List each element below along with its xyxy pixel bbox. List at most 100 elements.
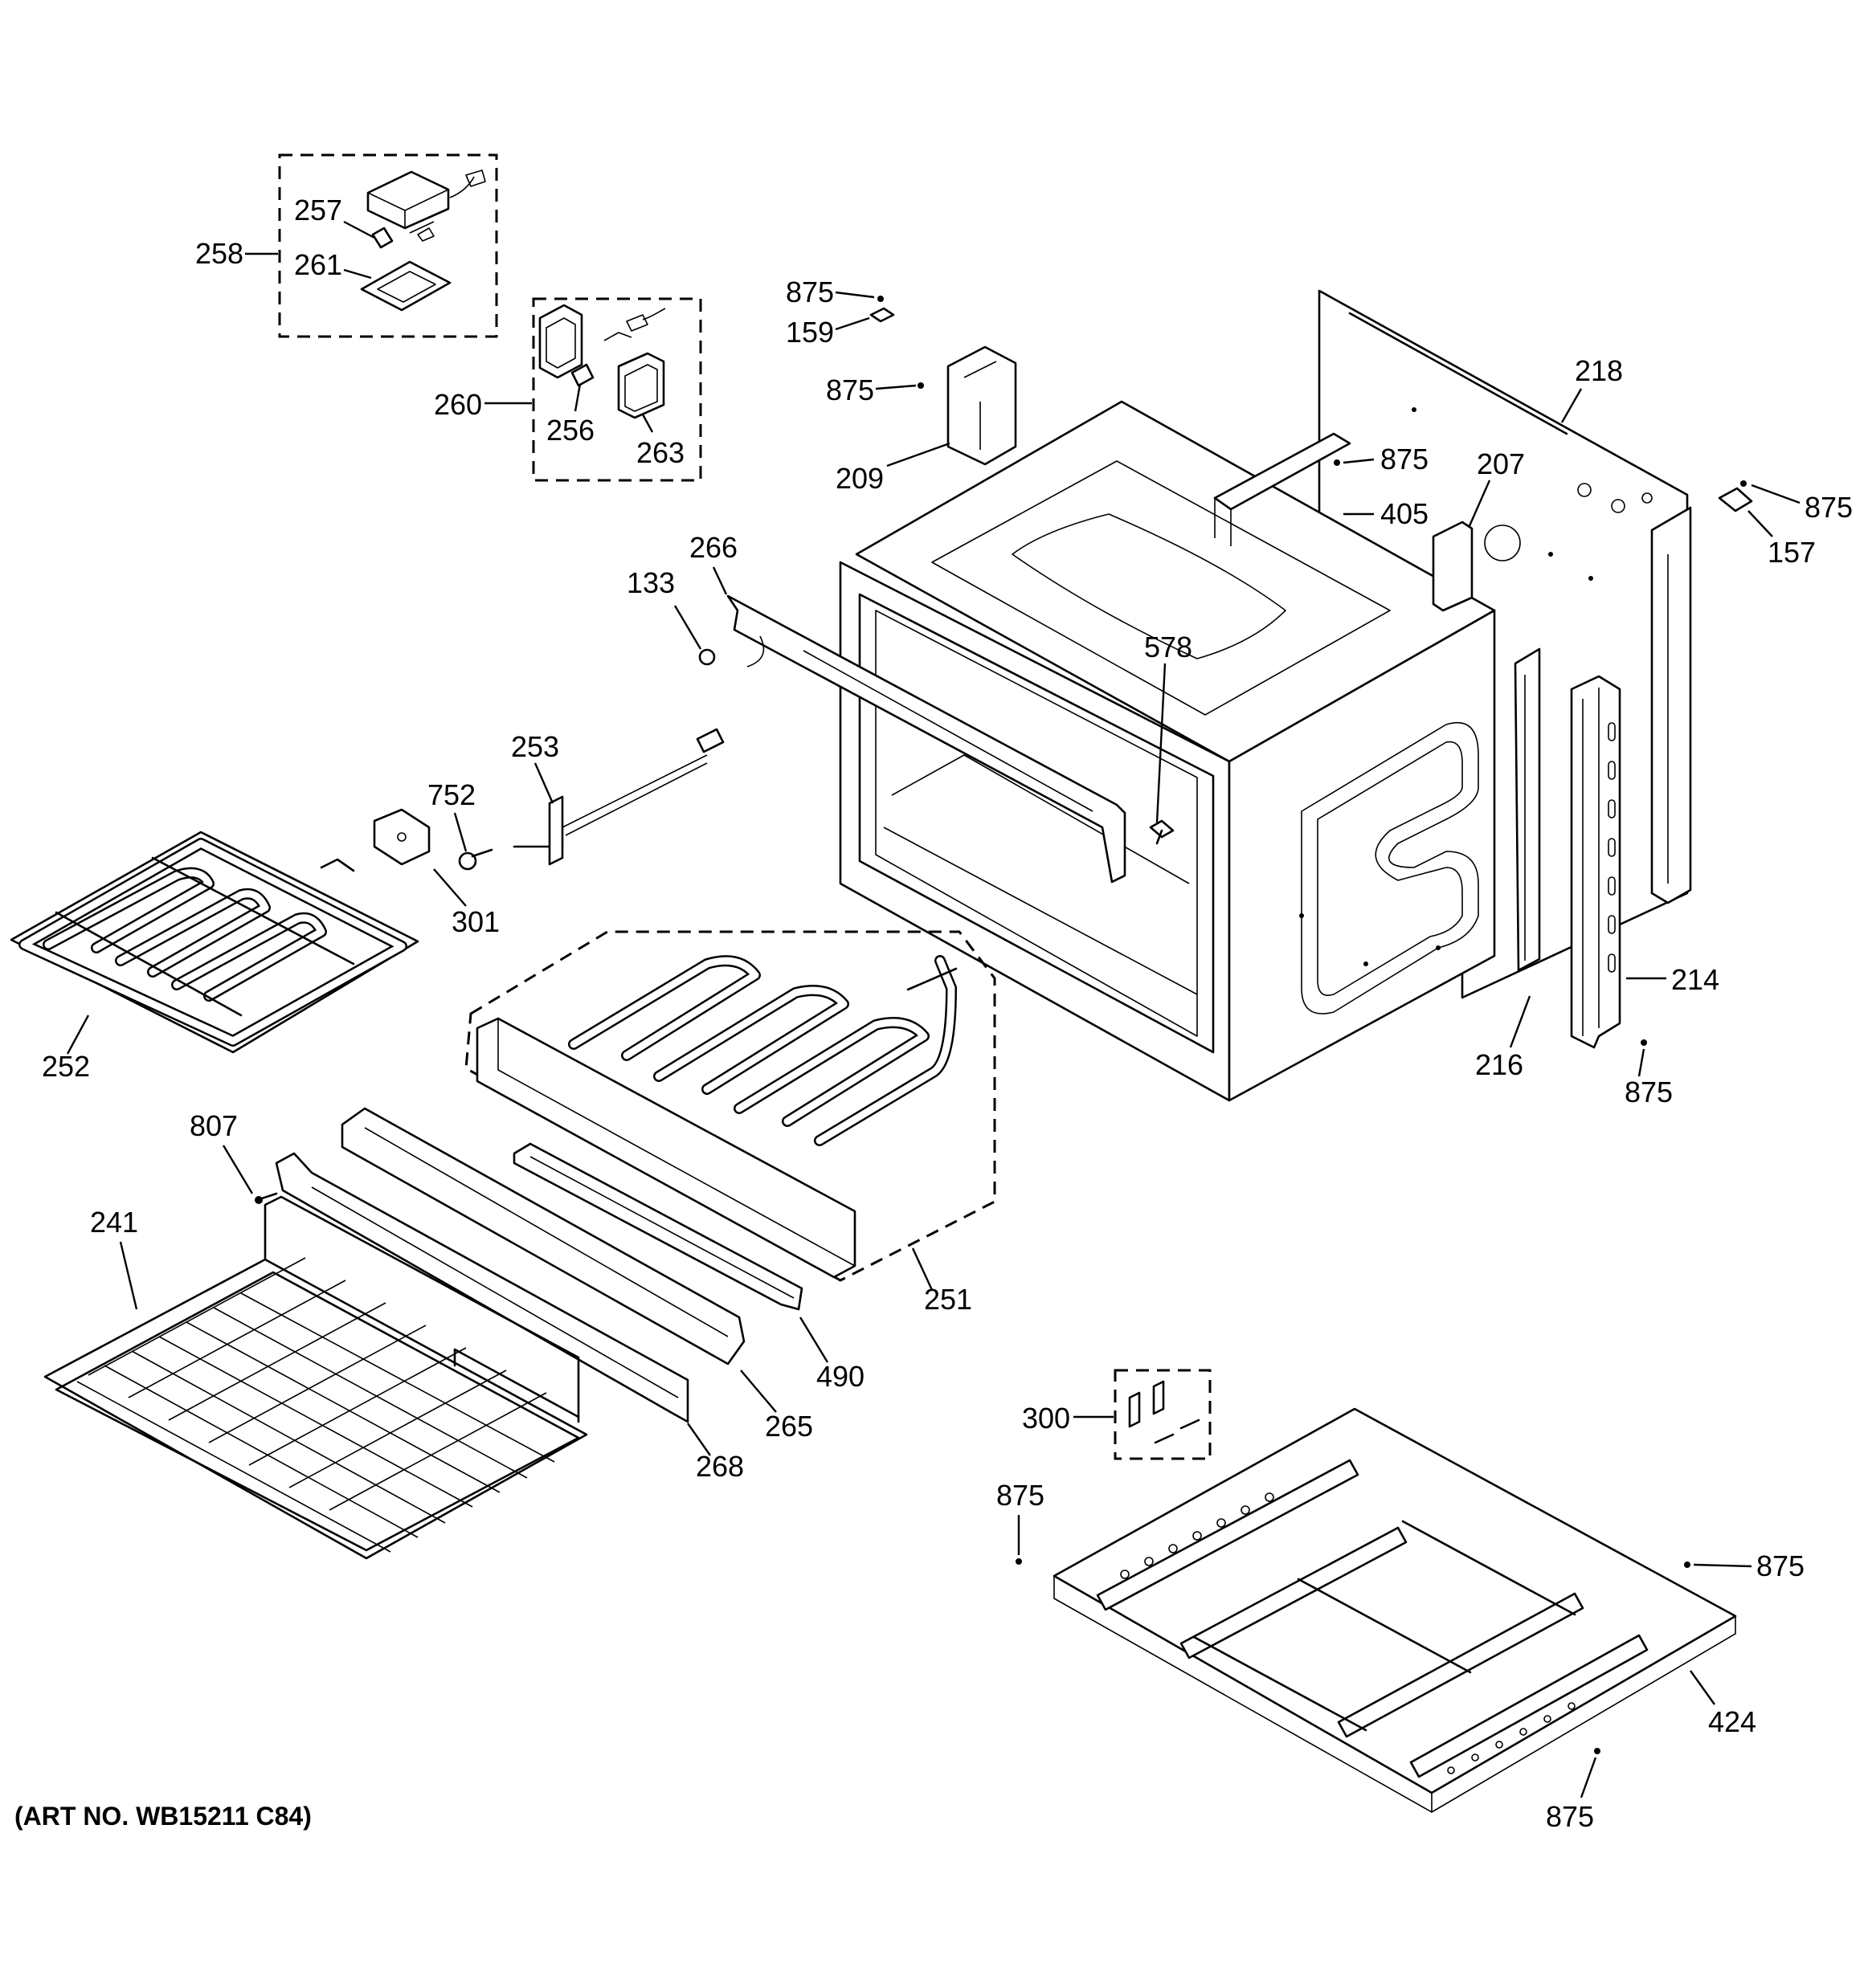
callout-266: 266 xyxy=(689,531,738,595)
callout-875-tray-right: 875 xyxy=(1684,1549,1805,1582)
callout-578: 578 xyxy=(1144,631,1192,823)
screw-752 xyxy=(458,848,493,871)
callout-label-265: 265 xyxy=(765,1410,813,1443)
callout-label-157: 157 xyxy=(1768,536,1816,569)
callout-label-258: 258 xyxy=(195,237,243,270)
callout-268: 268 xyxy=(687,1423,744,1483)
callout-252: 252 xyxy=(42,1014,90,1083)
callout-875-tray-left: 875 xyxy=(996,1479,1044,1565)
kit-260-group xyxy=(532,297,702,482)
callout-label-159: 159 xyxy=(786,316,834,349)
callout-807: 807 xyxy=(190,1109,254,1194)
callout-265: 265 xyxy=(740,1370,813,1443)
callout-159: 159 xyxy=(786,316,870,349)
callout-label-752: 752 xyxy=(427,778,476,811)
callout-875-tray-bottom: 875 xyxy=(1546,1748,1600,1833)
callout-label-218: 218 xyxy=(1575,354,1623,387)
callout-label-260: 260 xyxy=(434,388,482,421)
rack-241-wires xyxy=(76,1257,555,1553)
callout-label-207: 207 xyxy=(1477,447,1525,480)
temp-sensor-253 xyxy=(513,728,725,866)
grommet-133 xyxy=(698,648,716,666)
callout-label-875-405: 875 xyxy=(1380,443,1429,476)
kit-258-group xyxy=(278,153,498,338)
callout-752: 752 xyxy=(427,778,476,852)
callout-251: 251 xyxy=(911,1247,972,1316)
callout-257: 257 xyxy=(294,194,375,239)
callout-label-807: 807 xyxy=(190,1109,238,1142)
thermostat-157 xyxy=(1718,480,1753,512)
side-rail-216 xyxy=(1514,647,1541,972)
tray-424-holes xyxy=(1120,1492,1576,1774)
callout-label-257: 257 xyxy=(294,194,342,227)
broil-element-252 xyxy=(10,831,419,1054)
rail-490 xyxy=(513,1142,803,1311)
callout-label-252: 252 xyxy=(42,1050,90,1083)
rail-265 xyxy=(341,1107,746,1365)
bracket-301 xyxy=(373,808,431,866)
callout-label-875-top: 875 xyxy=(786,276,834,308)
callout-label-214: 214 xyxy=(1671,963,1719,996)
kit-300-group xyxy=(1114,1369,1212,1460)
callout-157: 157 xyxy=(1747,510,1816,569)
callout-label-875-tray-bottom: 875 xyxy=(1546,1800,1594,1833)
bottom-tray-424 xyxy=(1053,1407,1737,1813)
callout-875-405: 875 xyxy=(1334,443,1429,476)
callout-241: 241 xyxy=(90,1206,138,1310)
callout-label-578: 578 xyxy=(1144,631,1192,663)
rail-268 xyxy=(275,1152,689,1423)
oven-rack-241 xyxy=(43,1195,588,1560)
callout-875-top: 875 xyxy=(786,276,875,308)
callout-label-490: 490 xyxy=(816,1360,865,1393)
callout-label-241: 241 xyxy=(90,1206,138,1239)
callout-875-157: 875 xyxy=(1751,484,1853,524)
callout-label-209: 209 xyxy=(836,462,884,495)
callout-label-301: 301 xyxy=(452,905,500,938)
callout-label-216: 216 xyxy=(1475,1048,1523,1081)
callout-258: 258 xyxy=(195,237,278,270)
callout-218: 218 xyxy=(1560,354,1623,423)
bracket-209 xyxy=(946,345,1017,466)
bake-element-kit-251 xyxy=(464,930,996,1282)
callout-490: 490 xyxy=(799,1316,865,1393)
side-rail-right xyxy=(1650,506,1692,904)
callout-261: 261 xyxy=(294,248,372,281)
rail-214-slots xyxy=(1608,722,1616,973)
callout-label-875-214: 875 xyxy=(1625,1076,1673,1108)
callout-label-261: 261 xyxy=(294,248,342,281)
side-rail-214 xyxy=(1570,675,1621,1049)
callout-label-300: 300 xyxy=(1022,1402,1070,1435)
callout-260: 260 xyxy=(434,388,532,421)
callout-300: 300 xyxy=(1022,1402,1114,1435)
callout-label-266: 266 xyxy=(689,531,738,564)
vent-trim-266 xyxy=(726,594,1126,884)
callout-label-875-209: 875 xyxy=(826,374,874,406)
callout-263: 263 xyxy=(636,414,685,469)
oven-cavity xyxy=(839,400,1496,1102)
callout-209: 209 xyxy=(836,442,950,495)
callout-207: 207 xyxy=(1432,447,1525,612)
screw-and-thermostat-159 xyxy=(869,296,924,389)
callout-label-424: 424 xyxy=(1708,1705,1756,1738)
callout-label-133: 133 xyxy=(627,566,675,599)
callout-label-263: 263 xyxy=(636,436,685,469)
callout-label-875-157: 875 xyxy=(1805,491,1853,524)
callout-253: 253 xyxy=(511,730,559,804)
callout-label-256: 256 xyxy=(546,414,595,447)
callout-214: 214 xyxy=(1626,963,1719,996)
callout-301: 301 xyxy=(433,868,500,938)
art-number: (ART NO. WB15211 C84) xyxy=(14,1802,312,1831)
callout-label-253: 253 xyxy=(511,730,559,763)
callout-label-405: 405 xyxy=(1380,497,1429,530)
callout-875-209: 875 xyxy=(826,374,917,406)
callout-405: 405 xyxy=(1343,497,1429,530)
callout-label-875-tray-right: 875 xyxy=(1756,1549,1805,1582)
callout-133: 133 xyxy=(627,566,702,650)
callout-216: 216 xyxy=(1475,995,1531,1081)
callout-label-875-tray-left: 875 xyxy=(996,1479,1044,1512)
callout-256: 256 xyxy=(546,383,595,447)
callout-424: 424 xyxy=(1690,1670,1756,1738)
callout-label-268: 268 xyxy=(696,1450,744,1483)
callout-875-214: 875 xyxy=(1625,1039,1673,1108)
